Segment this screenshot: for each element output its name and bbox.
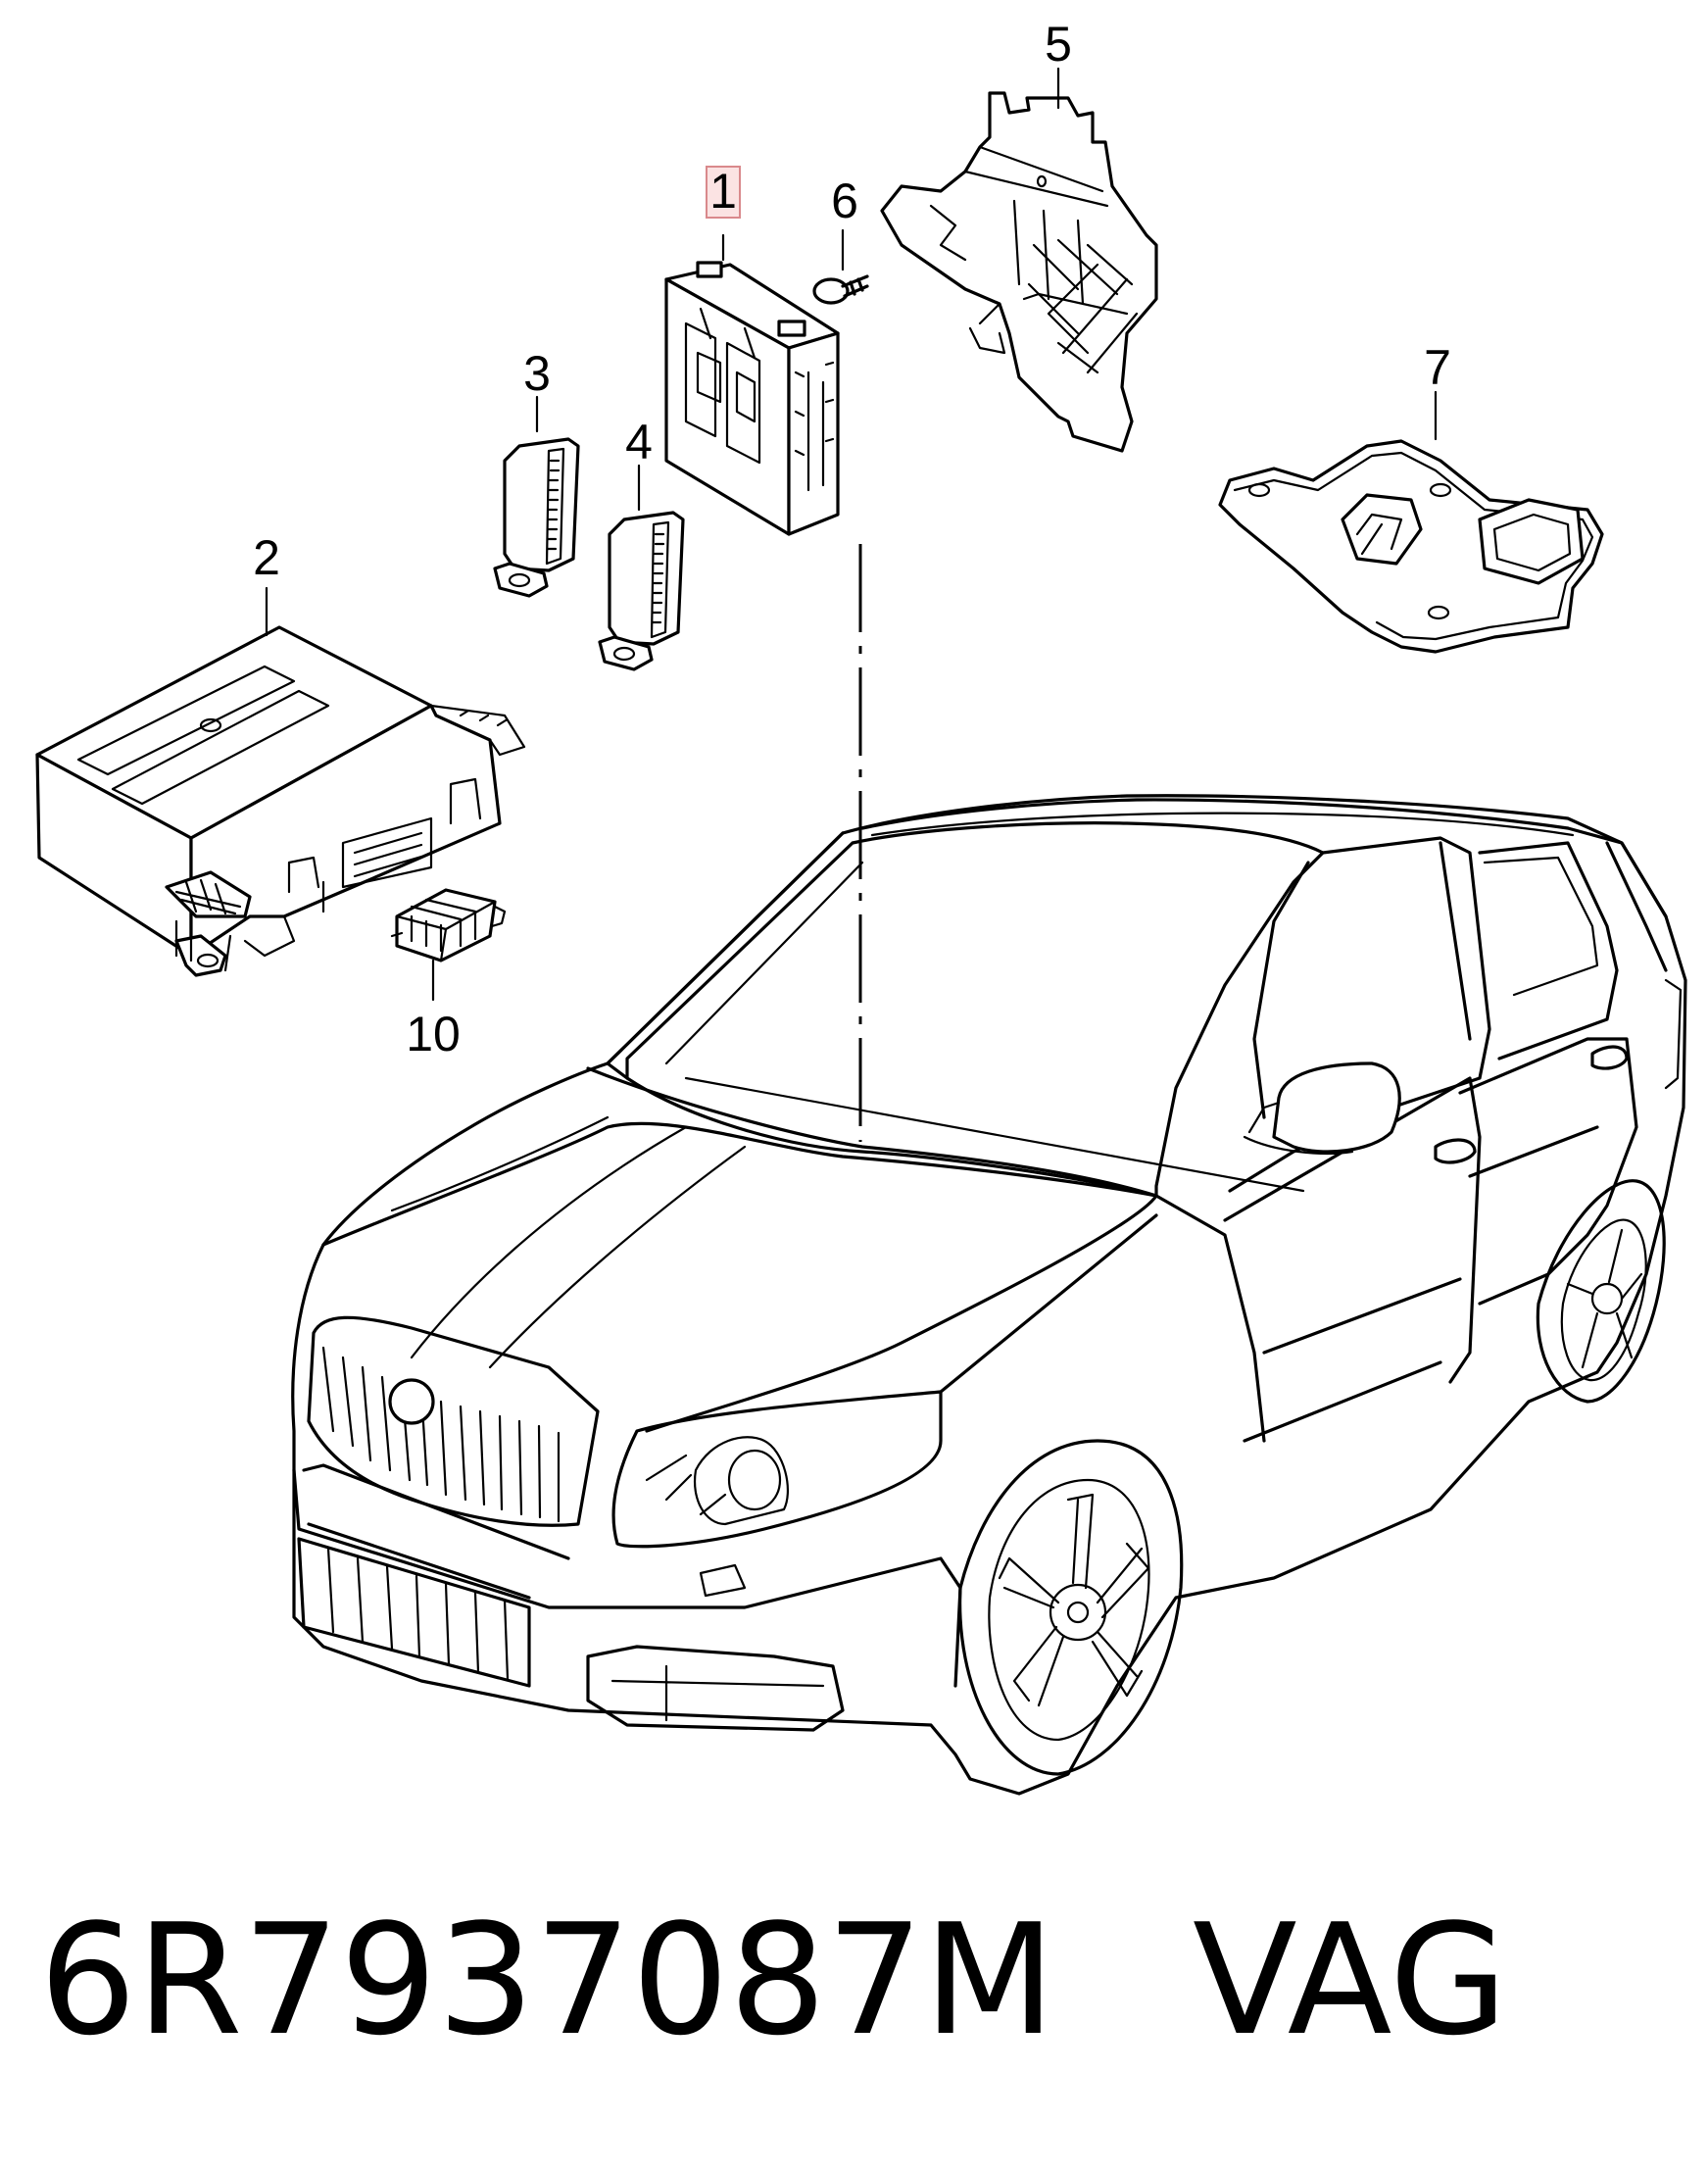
callout-10[interactable]: 10	[406, 1007, 461, 1061]
callouts: 1 2 3 4 5 6 7 10	[253, 17, 1451, 1061]
part-10-connector[interactable]	[390, 888, 507, 1002]
callout-2[interactable]: 2	[253, 530, 280, 585]
brand-name: VAG	[1193, 1891, 1508, 2069]
callout-3[interactable]: 3	[523, 346, 551, 401]
callout-1[interactable]: 1	[709, 164, 737, 219]
callout-1-highlight	[706, 166, 741, 219]
callout-7[interactable]: 7	[1424, 340, 1451, 395]
part-6-screw[interactable]	[812, 228, 869, 305]
car-illustration	[291, 794, 1687, 1796]
part-3-connector[interactable]	[493, 395, 580, 598]
part-5-bracket[interactable]	[880, 67, 1158, 453]
part-7-plate[interactable]	[1218, 390, 1604, 654]
callout-6[interactable]: 6	[831, 173, 858, 228]
part-4-connector[interactable]	[598, 464, 685, 671]
part-2-control-unit[interactable]	[35, 586, 526, 977]
callout-4[interactable]: 4	[625, 415, 653, 469]
part-1-control-module[interactable]	[664, 233, 840, 536]
footer-caption: 6R7937087M VAG	[39, 1862, 1508, 2097]
part-number: 6R7937087M	[39, 1891, 1056, 2069]
callout-5[interactable]: 5	[1045, 17, 1072, 72]
